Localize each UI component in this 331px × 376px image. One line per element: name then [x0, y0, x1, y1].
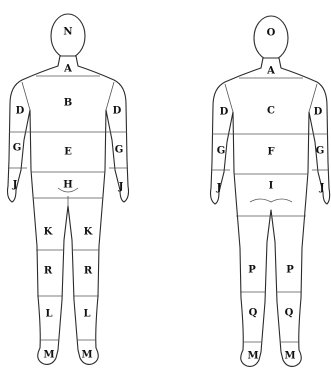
back-label-thigh-left: P: [248, 265, 256, 276]
back-label-head: O: [267, 28, 276, 39]
front-label-thigh-left: K: [44, 227, 53, 238]
back-label-lower-back: F: [267, 147, 274, 158]
back-label-buttocks: I: [269, 181, 274, 192]
back-label-forearm-left: G: [217, 146, 226, 157]
back-label-neck: A: [266, 66, 275, 77]
back-label-calf-left: Q: [249, 308, 258, 319]
front-label-pelvis: H: [63, 180, 72, 191]
front-label-upper-arm-right: D: [113, 106, 122, 117]
back-label-hand-left: J: [216, 183, 222, 194]
front-label-hand-right: J: [118, 182, 124, 193]
front-label-chest: B: [64, 98, 72, 109]
front-label-knee-right: R: [84, 266, 93, 277]
front-label-forearm-left: G: [13, 143, 22, 154]
back-label-foot-right: M: [284, 351, 295, 362]
back-label-hand-right: J: [319, 183, 325, 194]
front-label-lower-leg-right: L: [83, 309, 90, 320]
front-label-lower-leg-left: L: [45, 309, 52, 320]
front-label-forearm-right: G: [115, 145, 124, 156]
front-label-foot-left: M: [43, 350, 54, 361]
back-label-forearm-right: G: [316, 146, 325, 157]
back-label-thigh-right: P: [286, 265, 294, 276]
front-figure: N A B E H D D G G J J K K R R L L M M: [8, 14, 129, 364]
back-body-outline: [211, 58, 330, 366]
front-label-neck: A: [63, 64, 72, 75]
front-label-foot-right: M: [81, 350, 92, 361]
back-label-upper-arm-left: D: [220, 107, 229, 118]
back-label-calf-right: Q: [285, 308, 294, 319]
front-label-hand-left: J: [12, 180, 18, 191]
front-label-knee-left: R: [44, 266, 53, 277]
back-figure: O A C F I D D G G J J P P Q Q M M: [211, 16, 330, 366]
back-label-foot-left: M: [247, 351, 258, 362]
front-label-head: N: [63, 27, 72, 38]
front-label-abdomen: E: [64, 147, 72, 158]
front-label-upper-arm-left: D: [16, 106, 25, 117]
back-label-upper-arm-right: D: [314, 107, 323, 118]
back-label-upper-back: C: [267, 106, 275, 117]
front-label-thigh-right: K: [84, 227, 93, 238]
